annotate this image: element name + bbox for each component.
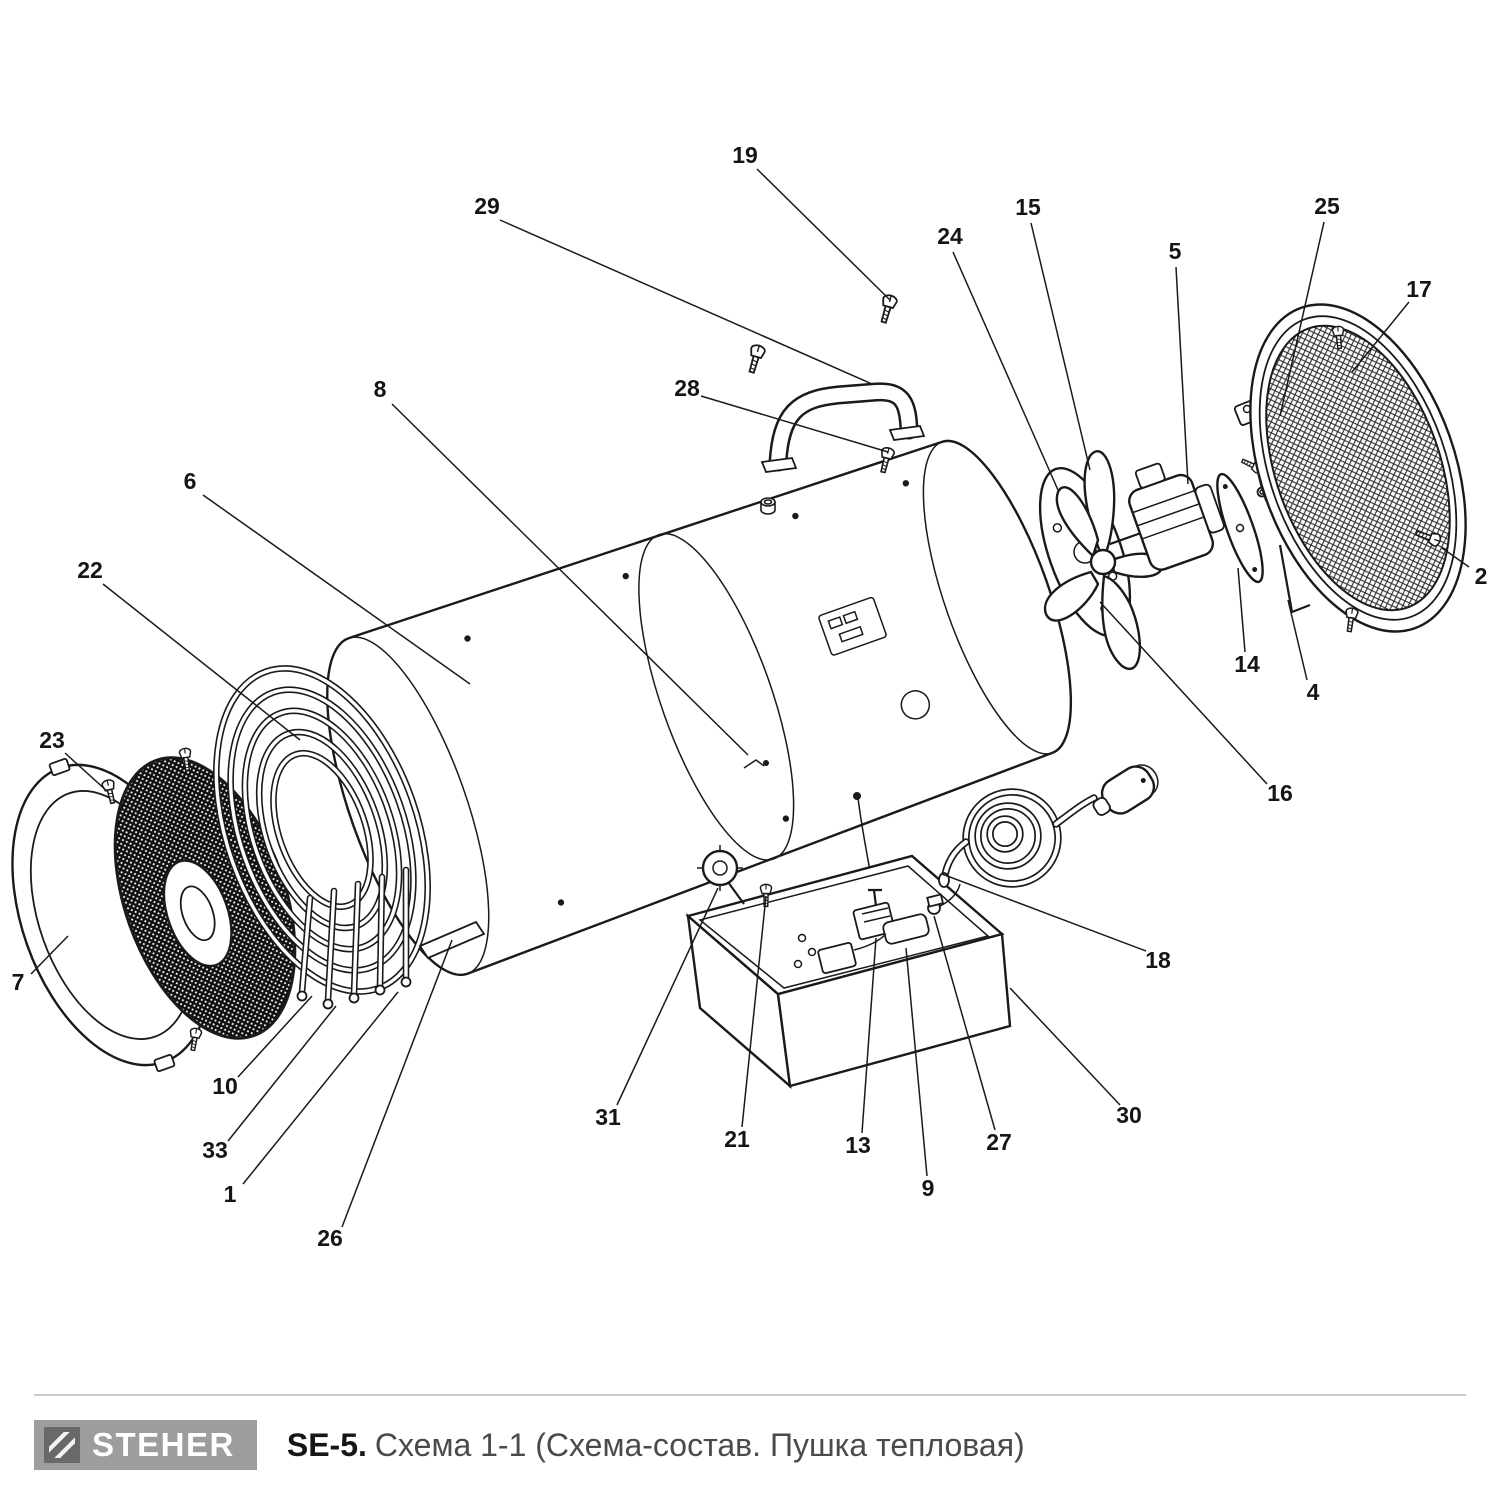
callout-leader-1: [242, 991, 399, 1185]
footer: STEHER SE-5.Схема 1-1 (Схема-состав. Пуш…: [0, 1394, 1500, 1500]
callout-leader-23: [64, 752, 109, 793]
callout-label-22: 22: [77, 557, 103, 583]
callout-label-13: 13: [845, 1132, 871, 1158]
handle-screw-icon: [744, 342, 767, 375]
callout-label-30: 30: [1116, 1102, 1142, 1128]
callout-leader-19: [756, 168, 891, 301]
cord-hole: [900, 690, 931, 720]
callout-leader-21: [741, 895, 767, 1128]
callout-leader-28: [700, 395, 889, 453]
steher-logo: STEHER: [34, 1420, 257, 1470]
callout-leader-9: [905, 947, 928, 1177]
steher-logo-text: STEHER: [92, 1426, 235, 1463]
callout-label-15: 15: [1015, 194, 1041, 220]
motor: [1109, 462, 1225, 571]
callout-leader-2: [1441, 547, 1470, 568]
callout-leader-30: [1009, 987, 1121, 1106]
callout-leader-8: [391, 403, 749, 756]
coil-legs: [298, 866, 410, 1004]
power-plug: [1092, 764, 1159, 816]
callout-leader-24: [952, 251, 1059, 491]
fan: [1043, 450, 1164, 670]
handle-nut-icon: [760, 497, 776, 515]
motor-plate: [1216, 472, 1264, 584]
barrel-body: [326, 439, 1073, 977]
callout-label-4: 4: [1307, 679, 1320, 705]
callout-label-21: 21: [724, 1126, 750, 1152]
callout-label-5: 5: [1169, 238, 1182, 264]
callouts: 1245678910131415161718192122232425262728…: [12, 142, 1488, 1251]
switch-block: [817, 941, 857, 975]
callout-leader-26: [341, 939, 453, 1228]
callout-label-16: 16: [1267, 780, 1293, 806]
callout-leader-27: [933, 915, 996, 1131]
callout-label-7: 7: [12, 969, 25, 995]
callout-leader-6: [202, 494, 471, 685]
wire-grommet: [853, 792, 861, 800]
callout-label-6: 6: [184, 468, 197, 494]
callout-leader-16: [1099, 601, 1268, 785]
steher-logo-icon: [44, 1427, 80, 1463]
callout-leader-31: [616, 887, 719, 1106]
schematic-model: SE-5.: [286, 1426, 367, 1463]
power-cord: [938, 788, 1098, 888]
schematic-caption: SE-5.Схема 1-1 (Схема-состав. Пушка тепл…: [287, 1427, 1025, 1464]
callout-leader-17: [1351, 301, 1410, 373]
handle: [760, 382, 926, 473]
callout-label-8: 8: [374, 376, 387, 402]
callout-leader-5: [1175, 266, 1189, 485]
callout-label-18: 18: [1145, 947, 1171, 973]
callout-label-10: 10: [212, 1073, 238, 1099]
gas-valve: [817, 883, 961, 975]
callout-leader-15: [1030, 222, 1091, 471]
callout-label-33: 33: [202, 1137, 228, 1163]
callout-leader-7: [30, 935, 69, 975]
callout-label-2: 2: [1475, 563, 1488, 589]
callout-label-24: 24: [937, 223, 963, 249]
callout-label-17: 17: [1406, 276, 1432, 302]
callout-leader-14: [1237, 567, 1246, 653]
rear-grille: [1249, 303, 1467, 633]
callout-label-14: 14: [1234, 651, 1260, 677]
callout-leader-29: [499, 219, 873, 385]
callout-leader-22: [102, 583, 301, 741]
callout-label-27: 27: [986, 1129, 1012, 1155]
callout-label-1: 1: [224, 1181, 237, 1207]
heating-coil: [213, 665, 486, 1010]
thermostat-sensor: [743, 759, 769, 769]
callout-label-31: 31: [595, 1104, 621, 1130]
coil-terminals: [296, 976, 412, 1010]
control-box: [685, 854, 1012, 1089]
callout-leader-18: [941, 873, 1147, 952]
piezo-igniter: [697, 845, 745, 905]
callout-label-25: 25: [1314, 193, 1340, 219]
callout-label-29: 29: [474, 193, 500, 219]
callout-leader-13: [861, 937, 877, 1134]
callout-leader-10: [237, 995, 313, 1078]
callout-label-9: 9: [922, 1175, 935, 1201]
callout-label-23: 23: [39, 727, 65, 753]
footer-divider: [34, 1394, 1466, 1396]
exploded-diagram: 1245678910131415161718192122232425262728…: [11, 142, 1488, 1251]
callout-label-28: 28: [674, 375, 700, 401]
callout-leader-33: [227, 1005, 337, 1142]
callout-label-26: 26: [317, 1225, 343, 1251]
schematic-title: Схема 1-1 (Схема-состав. Пушка тепловая): [374, 1426, 1025, 1463]
rating-plate: [818, 596, 887, 656]
callout-leader-25: [1279, 221, 1325, 417]
callout-label-19: 19: [732, 142, 758, 168]
support-bracket: [1278, 544, 1311, 614]
callout-leader-4: [1287, 599, 1308, 681]
